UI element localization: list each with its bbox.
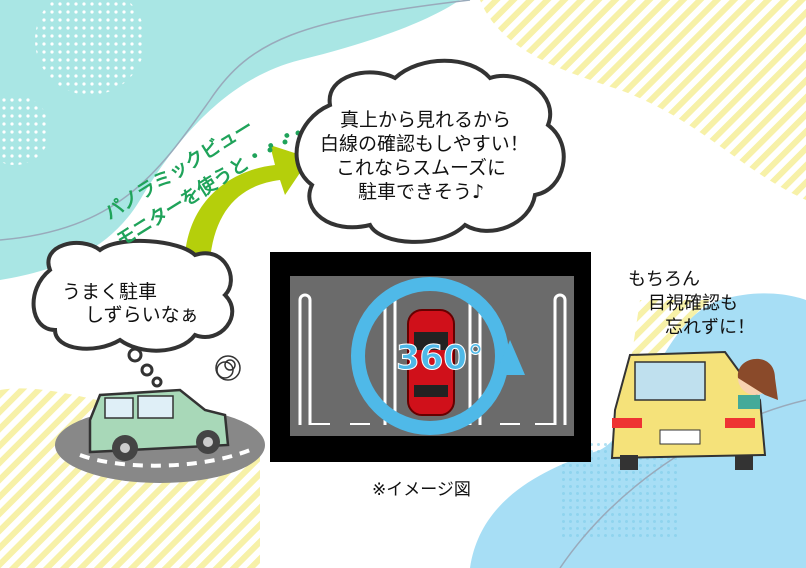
left-thought-line1: うまく駐車 (62, 281, 158, 303)
left-thought-line2: しずらいなぁ (85, 304, 199, 326)
right-note-line2: 目視確認も (648, 293, 738, 314)
360-badge: 360° (396, 338, 485, 379)
green-car-icon (88, 388, 230, 461)
center-thought-line3: これならスムーズに (336, 157, 507, 179)
yellow-car-icon (610, 350, 778, 470)
image-caption: ※イメージ図 (372, 480, 471, 500)
center-thought-line2: 白線の確認もしやすい！ (320, 133, 529, 155)
right-note-line3: 忘れずに！ (665, 317, 755, 338)
center-thought-line4: 駐車できそう♪ (358, 181, 485, 203)
center-thought-line1: 真上から見れるから (340, 109, 512, 131)
right-note-line1: もちろん (628, 269, 700, 290)
